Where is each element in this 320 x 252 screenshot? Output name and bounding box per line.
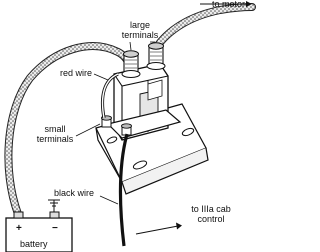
- large-terminal-left: [121, 50, 141, 78]
- battery-minus-label: −: [52, 223, 58, 234]
- battery: [5, 199, 73, 252]
- large-terminal-right: [146, 42, 166, 70]
- solenoid-wiring-diagram: to motor large terminals red wire small …: [4, 0, 256, 252]
- red-wire-label: red wire: [60, 68, 93, 78]
- small-terminals-label: small terminals: [36, 124, 74, 144]
- battery-label: battery: [20, 239, 48, 249]
- battery-plus-label: +: [16, 223, 22, 234]
- black-wire: [118, 133, 129, 247]
- small-terminal-right: [121, 123, 132, 136]
- large-terminals-label: large terminals: [121, 20, 159, 40]
- cab-control-label: to IIIa cab control: [191, 204, 231, 224]
- black-wire-label: black wire: [54, 188, 95, 198]
- to-motor-label: to motor: [212, 0, 246, 9]
- to-cab-control-arrow: [135, 225, 179, 235]
